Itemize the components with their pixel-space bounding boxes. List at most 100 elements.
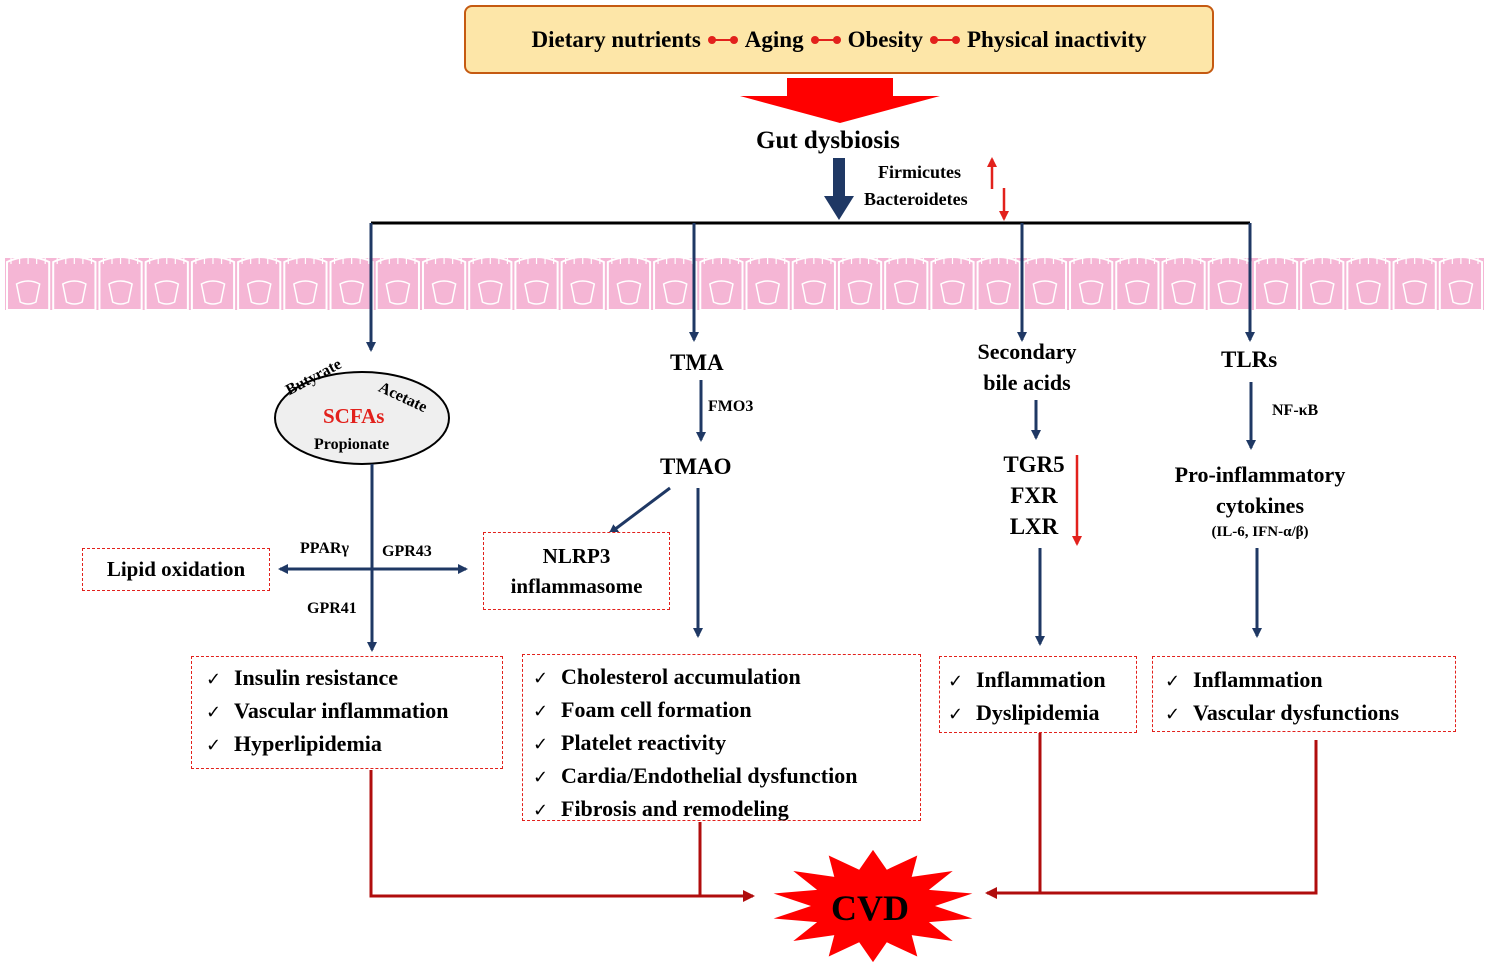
epithelial-cell xyxy=(237,256,282,311)
check-icon: ✓ xyxy=(206,702,222,723)
bacteroidetes-label: Bacteroidetes xyxy=(864,189,968,209)
cell-nucleus xyxy=(1402,280,1428,305)
epithelial-cell xyxy=(144,256,189,311)
risk-factor-physical-inactivity: Physical inactivity xyxy=(966,26,1147,52)
cell-nucleus xyxy=(755,280,781,305)
scfa-effects-box: ✓Insulin resistance ✓ Vascular inflammatio… xyxy=(191,656,503,769)
pro-inflammatory-label: Pro-inflammatory xyxy=(1174,462,1346,487)
cell-nucleus xyxy=(708,280,734,305)
epithelial-cell xyxy=(1253,256,1299,311)
bile-effect-text: Inflammation xyxy=(976,667,1106,692)
epithelial-cell xyxy=(1438,256,1483,311)
bile-effect-item: ✓ Dyslipidemia xyxy=(948,697,1136,730)
lipid-oxidation-label: Lipid oxidation xyxy=(106,557,246,581)
cell-nucleus xyxy=(1171,280,1196,305)
epithelial-cell xyxy=(560,256,605,311)
epithelial-cell xyxy=(52,256,97,311)
gpr41-label: GPR41 xyxy=(307,600,357,617)
tlr-effects-list: ✓Inflammation✓Vascular dysfunctions xyxy=(1165,664,1455,730)
scfa-effect-item: ✓Insulin resistance xyxy=(206,662,502,695)
epithelial-cell xyxy=(1207,256,1252,311)
bile-effect-text: Dyslipidemia xyxy=(976,700,1100,725)
scfa-label: SCFAs xyxy=(323,404,385,428)
cell-nucleus xyxy=(339,280,365,305)
cell-nucleus xyxy=(847,280,873,305)
check-icon: ✓ xyxy=(948,704,964,725)
risk-factor-obesity: Obesity xyxy=(847,26,923,52)
epithelial-cell xyxy=(329,256,374,311)
check-icon: ✓ xyxy=(533,734,549,755)
bile-effects-box: ✓ Inflammation ✓ Dyslipidemia xyxy=(939,656,1137,733)
tlr-effects-box: ✓Inflammation✓Vascular dysfunctions xyxy=(1152,656,1456,732)
gut-epithelium-layer xyxy=(5,256,1484,311)
tmao-effect-text: Cardia/Endothelial dysfunction xyxy=(561,763,858,788)
cell-nucleus xyxy=(1124,280,1150,305)
epithelial-cell xyxy=(653,256,698,311)
lxr-label: LXR xyxy=(1009,514,1059,539)
scfa-effect-text: Hyperlipidemia xyxy=(234,731,382,756)
risk-factor-dietary-nutrients: Dietary nutrients xyxy=(531,26,701,52)
epithelial-cell xyxy=(699,256,744,311)
fxr-label: FXR xyxy=(1010,483,1058,508)
nf-kb-label: NF-κB xyxy=(1272,402,1319,419)
cell-nucleus xyxy=(1263,280,1289,305)
propionate-label: Propionate xyxy=(314,436,390,453)
epithelial-cell xyxy=(837,256,883,311)
scfa-effect-text: Vascular inflammation xyxy=(234,698,449,723)
epithelial-cell xyxy=(745,256,790,311)
scfa-effect-text: Insulin resistance xyxy=(234,665,399,690)
scfa-effects-list: ✓Insulin resistance ✓ Vascular inflammatio… xyxy=(206,662,502,761)
tmao-effect-text: Platelet reactivity xyxy=(561,730,727,755)
tmao-effect-text: Fibrosis and remodeling xyxy=(561,796,789,821)
epithelial-cell xyxy=(375,256,420,311)
link-icon xyxy=(810,33,841,47)
tmao-effect-item: ✓Foam cell formation xyxy=(533,694,920,727)
epithelial-cell xyxy=(6,256,51,311)
cell-nucleus xyxy=(15,280,41,305)
tmao-effect-item: ✓ Platelet reactivity xyxy=(533,727,920,760)
epithelial-cell xyxy=(1392,256,1437,311)
scfa-ellipse xyxy=(274,371,450,465)
gut-dysbiosis-down-arrow xyxy=(824,158,854,220)
bile-acids-label: bile acids xyxy=(983,370,1071,395)
check-icon: ✓ xyxy=(1165,704,1181,725)
tlr-arrows xyxy=(1246,382,1262,638)
cvd-label: CVD xyxy=(831,888,909,928)
tgr5-label: TGR5 xyxy=(1003,452,1065,477)
risk-factors-box: Dietary nutrients Aging Obesity Physical… xyxy=(464,5,1214,74)
bile-effects-list: ✓ Inflammation ✓ Dyslipidemia xyxy=(948,664,1136,730)
secondary-bile-acids-label: Secondary bile acids xyxy=(962,336,1092,398)
cell-nucleus xyxy=(61,280,87,305)
tmao-effects-box: ✓Cholesterol accumulation✓Foam cell form… xyxy=(522,654,921,821)
epithelial-cell xyxy=(1300,256,1345,311)
tmao-effect-item: ✓Fibrosis and remodeling xyxy=(533,793,920,826)
lipid-oxidation-box: Lipid oxidation xyxy=(82,548,270,591)
cell-nucleus xyxy=(940,280,965,305)
cell-nucleus xyxy=(986,280,1012,305)
inflammasome-label: inflammasome xyxy=(510,574,643,598)
cell-nucleus xyxy=(246,280,272,305)
firmicutes-label: Firmicutes xyxy=(878,162,961,182)
cell-nucleus xyxy=(570,280,596,305)
tmao-effect-text: Foam cell formation xyxy=(561,697,752,722)
epithelial-cell xyxy=(283,256,328,311)
nlrp3-label: NLRP3 xyxy=(542,544,611,568)
cell-nucleus xyxy=(1309,280,1335,305)
cell-nucleus xyxy=(108,280,133,305)
epithelial-cell xyxy=(468,256,513,311)
branch-arrows xyxy=(366,223,1255,352)
gut-dysbiosis-label: Gut dysbiosis xyxy=(756,127,900,154)
epithelial-cell xyxy=(190,256,236,311)
link-icon xyxy=(707,33,738,47)
gpr43-label: GPR43 xyxy=(382,543,432,560)
scfa-arrows xyxy=(278,464,468,652)
cell-nucleus xyxy=(293,280,318,305)
epithelial-cell xyxy=(1069,256,1114,311)
bile-receptors: TGR5 FXR LXR xyxy=(996,449,1072,542)
cell-nucleus xyxy=(154,280,180,305)
tlr-effect-item: ✓Vascular dysfunctions xyxy=(1165,697,1455,730)
epithelial-cell xyxy=(930,256,975,311)
cvd-connectors xyxy=(369,733,1318,902)
risk-factor-aging: Aging xyxy=(744,26,804,52)
cell-nucleus xyxy=(1356,280,1381,305)
